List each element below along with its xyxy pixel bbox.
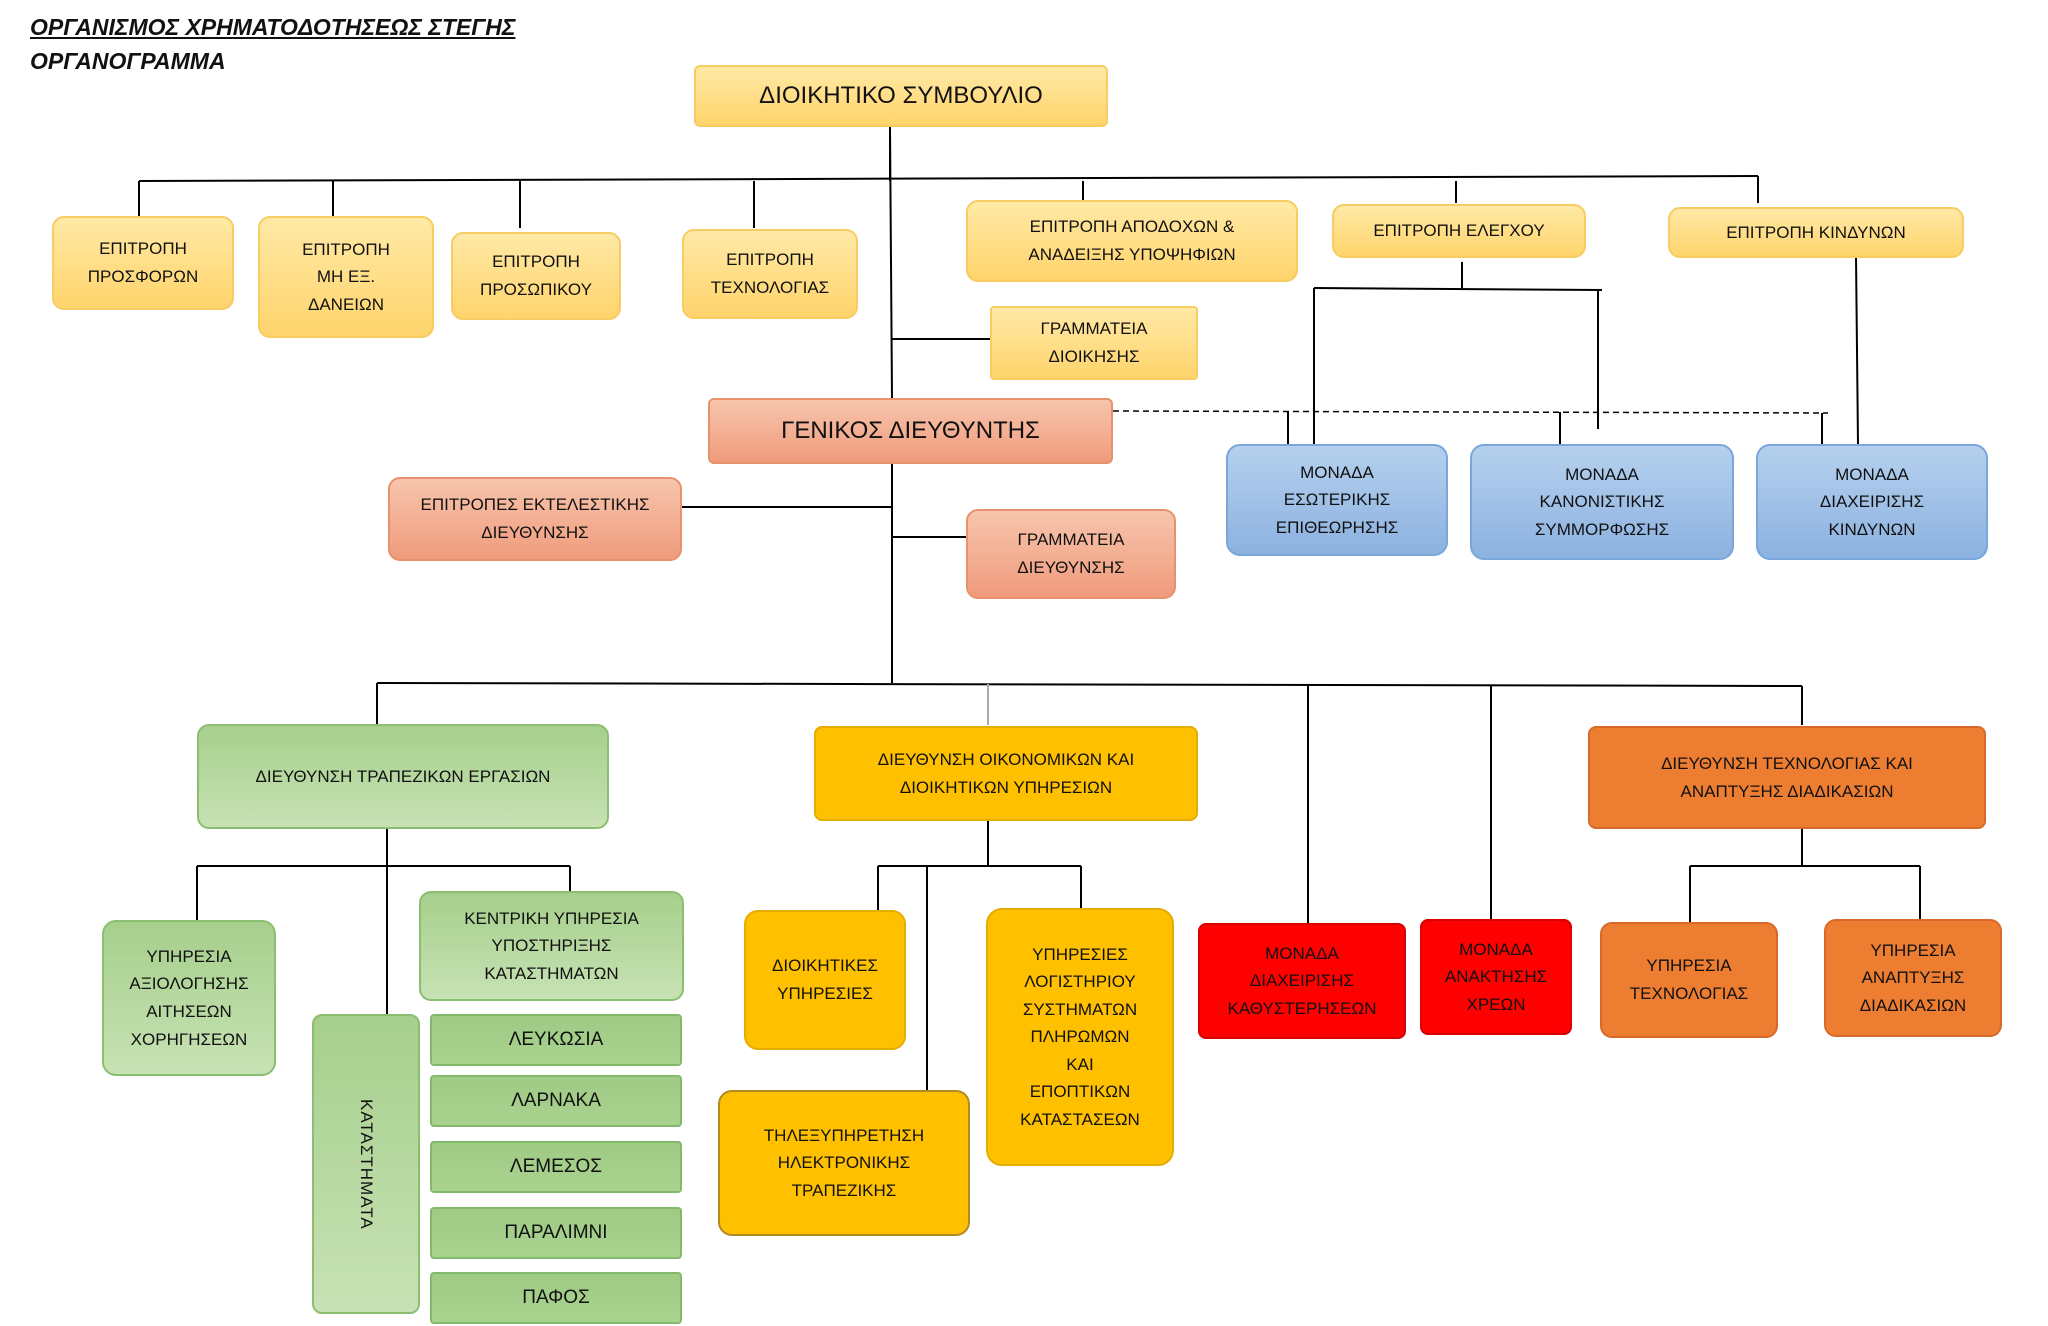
finance-division-box: ΔΙΕΥΘΥΝΣΗ ΟΙΚΟΝΟΜΙΚΩΝ ΚΑΙ ΔΙΟΙΚΗΤΙΚΩΝ ΥΠ…: [814, 726, 1198, 821]
risk-management-unit-box: ΜΟΝΑΔΑ ΔΙΑΧΕΙΡΙΣΗΣ ΚΙΝΔΥΝΩΝ: [1756, 444, 1988, 560]
branch-box: ΛΑΡΝΑΚΑ: [430, 1075, 682, 1127]
remuneration-committee-box: ΕΠΙΤΡΟΠΗ ΑΠΟΔΟΧΩΝ & ΑΝΑΔΕΙΞΗΣ ΥΠΟΨΗΦΙΩΝ: [966, 200, 1298, 282]
audit-committee-box: ΕΠΙΤΡΟΠΗ ΕΛΕΓΧΟΥ: [1332, 204, 1586, 258]
org-chart-title: ΟΡΓΑΝΟΓΡΑΜΜΑ: [30, 48, 226, 74]
technology-process-division-box: ΔΙΕΥΘΥΝΣΗ ΤΕΧΝΟΛΟΓΙΑΣ ΚΑΙ ΑΝΑΠΤΥΞΗΣ ΔΙΑΔ…: [1588, 726, 1986, 829]
evaluation-service-box: ΥΠΗΡΕΣΙΑ ΑΞΙΟΛΟΓΗΣΗΣ ΑΙΤΗΣΕΩΝ ΧΟΡΗΓΗΣΕΩΝ: [102, 920, 276, 1076]
central-branch-support-box: ΚΕΝΤΡΙΚΗ ΥΠΗΡΕΣΙΑ ΥΠΟΣΤΗΡΙΞΗΣ ΚΑΤΑΣΤΗΜΑΤ…: [419, 891, 684, 1001]
board-of-directors-box: ΔΙΟΙΚΗΤΙΚΟ ΣΥΜΒΟΥΛΙΟ: [694, 65, 1108, 127]
technology-committee-box: ΕΠΙΤΡΟΠΗ ΤΕΧΝΟΛΟΓΙΑΣ: [682, 229, 858, 319]
branch-box: ΛΕΜΕΣΟΣ: [430, 1141, 682, 1193]
management-secretariat-box: ΓΡΑΜΜΑΤΕΙΑ ΔΙΕΥΘΥΝΣΗΣ: [966, 509, 1176, 599]
branch-box: ΛΕΥΚΩΣΙΑ: [430, 1014, 682, 1066]
administrative-services-box: ΔΙΟΙΚΗΤΙΚΕΣ ΥΠΗΡΕΣΙΕΣ: [744, 910, 906, 1050]
executive-committees-box: ΕΠΙΤΡΟΠΕΣ ΕΚΤΕΛΕΣΤΙΚΗΣ ΔΙΕΥΘΥΝΣΗΣ: [388, 477, 682, 561]
debt-recovery-unit-box: ΜΟΝΑΔΑ ΑΝΑΚΤΗΣΗΣ ΧΡΕΩΝ: [1420, 919, 1572, 1035]
banking-division-box: ΔΙΕΥΘΥΝΣΗ ΤΡΑΠΕΖΙΚΩΝ ΕΡΓΑΣΙΩΝ: [197, 724, 609, 829]
technology-service-box: ΥΠΗΡΕΣΙΑ ΤΕΧΝΟΛΟΓΙΑΣ: [1600, 922, 1778, 1038]
arrears-management-unit-box: ΜΟΝΑΔΑ ΔΙΑΧΕΙΡΙΣΗΣ ΚΑΘΥΣΤΕΡΗΣΕΩΝ: [1198, 923, 1406, 1039]
personnel-committee-box: ΕΠΙΤΡΟΠΗ ΠΡΟΣΩΠΙΚΟΥ: [451, 232, 621, 320]
branch-box: ΠΑΡΑΛΙΜΝΙ: [430, 1207, 682, 1259]
org-name-title: ΟΡΓΑΝΙΣΜΟΣ ΧΡΗΜΑΤΟΔΟΤΗΣΕΩΣ ΣΤΕΓΗΣ: [30, 14, 516, 40]
general-manager-box: ΓΕΝΙΚΟΣ ΔΙΕΥΘΥΝΤΗΣ: [708, 398, 1113, 464]
accounting-services-box: ΥΠΗΡΕΣΙΕΣ ΛΟΓΙΣΤΗΡΙΟΥ ΣΥΣΤΗΜΑΤΩΝ ΠΛΗΡΩΜΩ…: [986, 908, 1174, 1166]
branches-label: ΚΑΤΑΣΤΗΜΑΤΑ: [356, 1098, 376, 1230]
process-development-service-box: ΥΠΗΡΕΣΙΑ ΑΝΑΠΤΥΞΗΣ ΔΙΑΔΙΚΑΣΙΩΝ: [1824, 919, 2002, 1037]
loans-committee-box: ΕΠΙΤΡΟΠΗ ΜΗ ΕΞ. ΔΑΝΕΙΩΝ: [258, 216, 434, 338]
risk-committee-box: ΕΠΙΤΡΟΠΗ ΚΙΝΔΥΝΩΝ: [1668, 207, 1964, 258]
branch-box: ΠΑΦΟΣ: [430, 1272, 682, 1324]
e-banking-service-box: ΤΗΛΕΞΥΠΗΡΕΤΗΣΗ ΗΛΕΚΤΡΟΝΙΚΗΣ ΤΡΑΠΕΖΙΚΗΣ: [718, 1090, 970, 1236]
internal-audit-unit-box: ΜΟΝΑΔΑ ΕΣΩΤΕΡΙΚΗΣ ΕΠΙΘΕΩΡΗΣΗΣ: [1226, 444, 1448, 556]
tenders-committee-box: ΕΠΙΤΡΟΠΗ ΠΡΟΣΦΟΡΩΝ: [52, 216, 234, 310]
board-secretariat-box: ΓΡΑΜΜΑΤΕΙΑ ΔΙΟΙΚΗΣΗΣ: [990, 306, 1198, 380]
branches-box: ΚΑΤΑΣΤΗΜΑΤΑ: [312, 1014, 420, 1314]
compliance-unit-box: ΜΟΝΑΔΑ ΚΑΝΟΝΙΣΤΙΚΗΣ ΣΥΜΜΟΡΦΩΣΗΣ: [1470, 444, 1734, 560]
